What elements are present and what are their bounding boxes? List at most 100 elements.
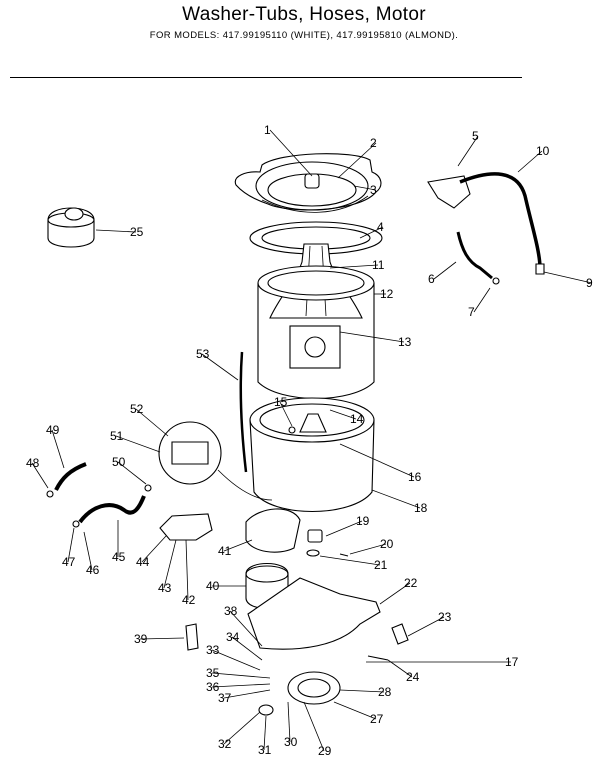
- callout-24: 24: [406, 670, 420, 684]
- part-bracket-23: [391, 623, 409, 645]
- leader-line-20: [349, 543, 387, 555]
- callout-15: 15: [274, 395, 288, 409]
- callout-17: 17: [505, 655, 519, 669]
- callout-51: 51: [110, 429, 124, 443]
- callout-9: 9: [586, 276, 593, 290]
- leader-line-50: [117, 461, 147, 485]
- callout-53: 53: [196, 347, 210, 361]
- part-base-plate: [247, 577, 381, 650]
- leader-line-38: [229, 610, 263, 647]
- leader-line-5: [457, 135, 479, 167]
- leader-line-41: [223, 539, 253, 552]
- leader-line-14: [329, 409, 357, 420]
- part-base-cover: [245, 508, 301, 553]
- leader-line-23: [407, 616, 445, 637]
- leader-line-29: [303, 701, 325, 752]
- leader-line-53: [201, 353, 239, 381]
- callout-31: 31: [258, 743, 272, 757]
- callout-7: 7: [468, 305, 475, 319]
- callout-25: 25: [130, 225, 144, 239]
- leader-line-19: [325, 520, 363, 537]
- leader-line-42: [185, 539, 189, 601]
- leader-line-35: [211, 672, 271, 679]
- models-subtitle: FOR MODELS: 417.99195110 (WHITE), 417.99…: [149, 30, 459, 41]
- leader-line-15: [279, 401, 293, 427]
- part-spin-basket: [257, 265, 375, 400]
- part-pulley: [287, 671, 341, 705]
- leader-line-32: [223, 711, 261, 745]
- callout-38: 38: [224, 604, 238, 618]
- leader-line-51: [115, 435, 161, 453]
- part-tub-ring: [234, 153, 382, 213]
- part-bracket-24: [367, 655, 389, 661]
- leader-line-4: [359, 226, 384, 239]
- leader-line-49: [51, 429, 65, 469]
- callout-10: 10: [536, 144, 550, 158]
- callout-28: 28: [378, 685, 392, 699]
- leader-line-6: [433, 261, 457, 280]
- leader-line-22: [379, 582, 411, 605]
- leader-line-7: [473, 287, 491, 313]
- leader-line-34: [231, 636, 263, 661]
- callout-48: 48: [26, 456, 40, 470]
- callout-23: 23: [438, 610, 452, 624]
- part-clutch-parts: [306, 529, 349, 557]
- callout-3: 3: [370, 183, 377, 197]
- callout-49: 49: [46, 423, 60, 437]
- callout-52: 52: [130, 402, 144, 416]
- callout-16: 16: [408, 470, 422, 484]
- callout-41: 41: [218, 544, 232, 558]
- leader-line-33: [211, 649, 261, 671]
- callout-35: 35: [206, 666, 220, 680]
- leader-line-9: [543, 271, 593, 284]
- part-pressure-switch: [144, 421, 273, 501]
- leader-line-13: [339, 331, 405, 343]
- part-vent-tube: [239, 351, 248, 473]
- leader-line-21: [319, 555, 381, 566]
- leader-line-44: [141, 535, 167, 563]
- part-hose-45: [72, 495, 146, 528]
- callout-43: 43: [158, 581, 172, 595]
- callout-21: 21: [374, 558, 388, 572]
- leader-line-11: [329, 264, 379, 269]
- callout-45: 45: [112, 550, 126, 564]
- callout-1: 1: [264, 123, 271, 137]
- leader-line-25: [95, 229, 137, 233]
- callout-2: 2: [370, 136, 377, 150]
- leader-line-48: [31, 462, 49, 489]
- callout-32: 32: [218, 737, 232, 751]
- callout-11: 11: [372, 258, 385, 272]
- leader-line-39: [139, 637, 185, 640]
- callout-19: 19: [356, 514, 370, 528]
- leader-line-2: [337, 142, 377, 179]
- leader-line-37: [223, 689, 271, 699]
- callout-5: 5: [472, 129, 479, 143]
- callout-14: 14: [350, 412, 364, 426]
- callout-13: 13: [398, 335, 412, 349]
- part-switch-bracket: [159, 513, 213, 541]
- leader-line-16: [339, 443, 415, 478]
- leader-line-30: [287, 701, 291, 743]
- page-title: Washer-Tubs, Hoses, Motor: [182, 4, 426, 25]
- callout-27: 27: [370, 712, 384, 726]
- callout-4: 4: [377, 220, 384, 234]
- callout-36: 36: [206, 680, 220, 694]
- leader-line-43: [163, 539, 177, 589]
- part-fill-hose: [427, 172, 545, 275]
- callout-39: 39: [134, 632, 148, 646]
- callout-42: 42: [182, 593, 196, 607]
- callout-47: 47: [62, 555, 76, 569]
- header-rule: [10, 77, 522, 78]
- leader-line-46: [83, 531, 93, 571]
- part-washer-31: [258, 704, 274, 716]
- part-drain-hose: [456, 231, 500, 285]
- part-pump: [47, 207, 95, 248]
- callout-44: 44: [136, 555, 150, 569]
- callout-18: 18: [414, 501, 428, 515]
- callout-12: 12: [380, 287, 394, 301]
- callout-20: 20: [380, 537, 394, 551]
- callout-33: 33: [206, 643, 220, 657]
- part-hose-49: [46, 462, 87, 498]
- callout-46: 46: [86, 563, 100, 577]
